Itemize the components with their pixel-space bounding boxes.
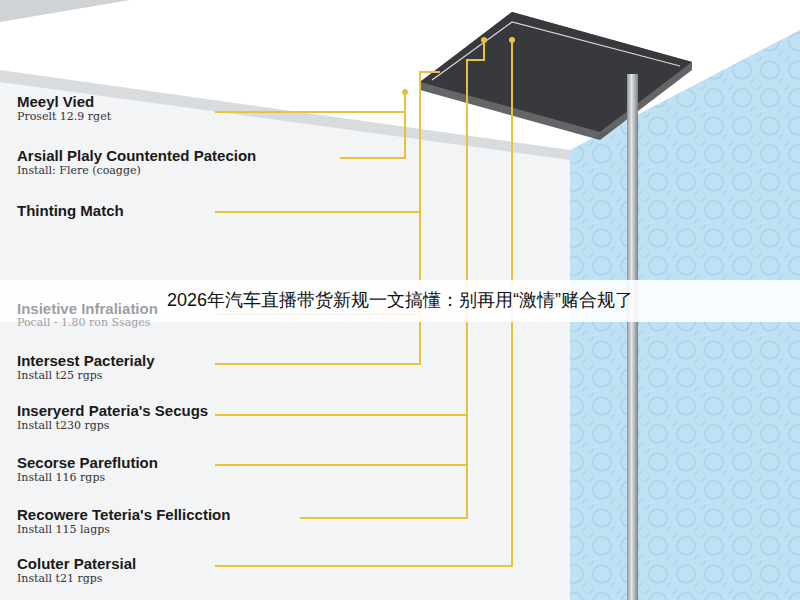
part-spec: Proselt 12.9 rget: [17, 110, 111, 123]
part-name: Arsiall Plaly Countented Patecion: [17, 147, 256, 164]
part-spec: Pocall - 1.80 ron Ssages: [17, 316, 150, 329]
overlay-title: 2026年汽车直播带货新规一文搞懂：别再用“激情”赌合规了: [0, 288, 800, 312]
part-spec: Install 115 lagps: [17, 523, 110, 536]
part-spec: Install t230 rgps: [17, 419, 110, 432]
part-spec: Install 116 rgps: [17, 471, 105, 484]
part-name: Recowere Teteria's Fellicction: [17, 506, 230, 523]
part-spec: Install t25 rgps: [17, 369, 103, 382]
box-rim: [432, 22, 680, 80]
part-spec: Install: Flere (coagge): [17, 164, 141, 177]
mount-box-edge: [420, 12, 692, 140]
ceiling-corner: [0, 0, 130, 22]
part-name: Intersest Pacterialy: [17, 352, 155, 369]
part-spec: Install t21 rgps: [17, 572, 103, 585]
part-name: Inseryerd Pateria's Secugs: [17, 402, 208, 419]
part-name: Secorse Pareflution: [17, 454, 158, 471]
leader-dots: [402, 37, 515, 95]
part-name: Meeyl Vied: [17, 93, 94, 110]
part-name: Insietive Infraliation: [17, 300, 158, 317]
pole: [627, 74, 638, 600]
part-name: Thinting Match: [17, 202, 124, 219]
part-name: Coluter Patersial: [17, 555, 136, 572]
